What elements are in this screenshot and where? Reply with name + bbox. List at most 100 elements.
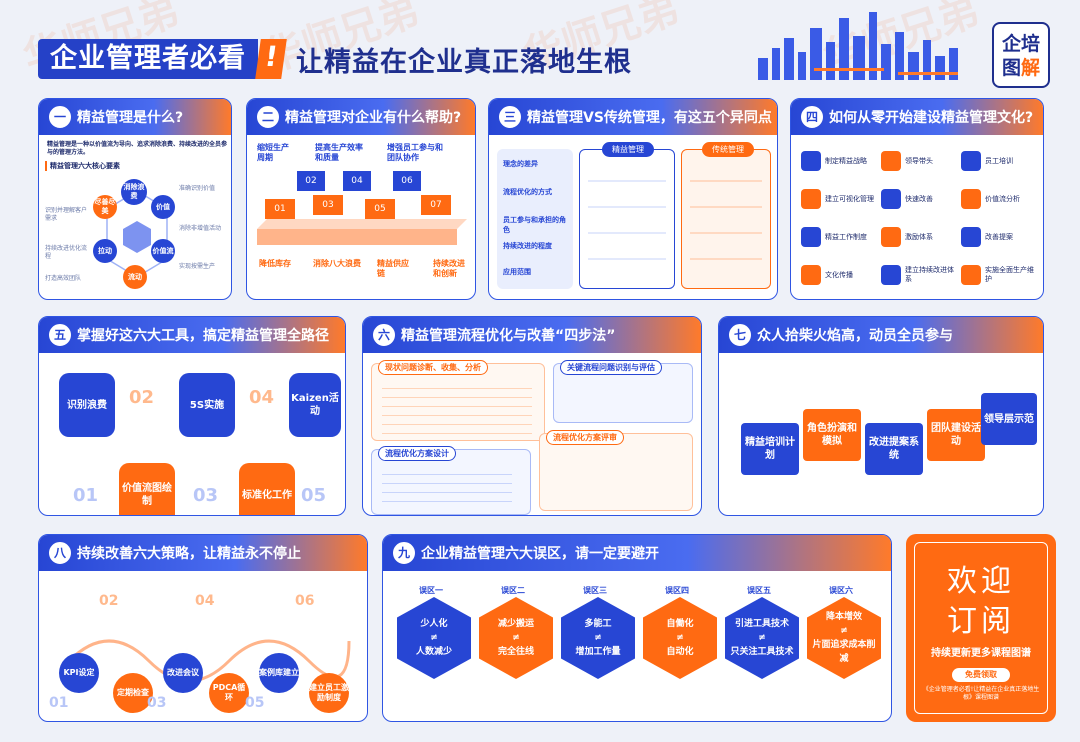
step-block: 07 <box>421 195 451 215</box>
tool-number: 01 <box>73 485 99 506</box>
culture-item: 建立持续改进体系 <box>881 259 955 291</box>
culture-item-label: 激励体系 <box>905 232 933 241</box>
culture-item: 文化传播 <box>801 259 875 291</box>
tool-number: 05 <box>301 485 327 506</box>
column-header: 精益管理 <box>602 142 654 157</box>
step-block: 03 <box>313 195 343 215</box>
title-bang: ! <box>255 39 287 79</box>
tool-card: 识别浪费 <box>59 373 115 437</box>
page-title: 企业管理者必看 ! 让精益在企业真正落地生根 <box>38 38 632 80</box>
panel-title: 精益管理流程优化与改善“四步法” <box>401 328 616 344</box>
panel-number: 九 <box>393 542 415 564</box>
step-title: 流程优化方案设计 <box>378 446 456 461</box>
culture-item-icon <box>881 227 901 247</box>
panel-number: 七 <box>729 324 751 346</box>
culture-item-icon <box>961 151 981 171</box>
traditional-column: 传统管理 <box>681 142 771 289</box>
step-card: 流程优化方案评审 <box>539 430 693 511</box>
culture-item: 激励体系 <box>881 221 955 253</box>
title-sub: 让精益在企业真正落地生根 <box>296 46 632 78</box>
compare-row: 员工参与和承担的角色 <box>503 216 566 234</box>
panel-number: 二 <box>257 106 279 128</box>
strategy-node: 定期检查 <box>113 673 153 713</box>
strategy-node: KPI设定 <box>59 653 99 693</box>
pitfall-line: 增加工作量 <box>575 647 621 657</box>
title-main: 企业管理者必看 <box>38 39 258 79</box>
compare-row: 理念的差异 <box>503 160 538 168</box>
tool-number: 03 <box>193 485 219 506</box>
culture-item-label: 制定精益战略 <box>825 156 867 165</box>
benefit-label: 提高生产效率和质量 <box>315 143 363 162</box>
pitfall-tag: 误区一 <box>419 586 443 595</box>
participation-step: 团队建设活动 <box>927 409 985 461</box>
culture-item-icon <box>801 189 821 209</box>
pitfall-hex: 降本增效 ≠ 片面追求成本削减 <box>807 597 881 679</box>
panel-title: 精益管理是什么? <box>77 110 184 126</box>
benefit-label: 消除八大浪费 <box>313 259 361 268</box>
tool-card: Kaizen活动 <box>289 373 341 437</box>
element-note: 识别并理解客户需求 <box>45 207 88 222</box>
culture-item: 改善提案 <box>961 221 1035 253</box>
pitfall-line: ≠ <box>840 626 848 636</box>
panel-what-is-lean: 一精益管理是什么? 精益管理是一种以价值流为导向、追求消除浪费、持续改进的全员参… <box>38 98 232 300</box>
culture-item: 实施全面生产维护 <box>961 259 1035 291</box>
element-node: 流动 <box>123 265 147 289</box>
panel-title: 企业精益管理六大误区，请一定要避开 <box>421 546 659 562</box>
panel-four-steps: 六精益管理流程优化与改善“四步法” 现状问题诊断、收集、分析 关键流程问题识别与… <box>362 316 702 516</box>
panel-number: 六 <box>373 324 395 346</box>
free-get-pill[interactable]: 免费领取 <box>952 668 1010 682</box>
panel-tools: 五掌握好这六大工具，搞定精益管理全路径 识别浪费 01 02 价值流图绘制 5S… <box>38 316 346 516</box>
panel-title: 众人拾柴火焰高，动员全员参与 <box>757 328 953 344</box>
pitfall-hex: 自働化≠自动化 <box>643 597 717 679</box>
column-header: 传统管理 <box>702 142 754 157</box>
pitfall-line: 片面追求成本削减 <box>812 640 876 664</box>
culture-item-icon <box>881 265 901 285</box>
pitfall-tag: 误区六 <box>829 586 853 595</box>
culture-item: 员工培训 <box>961 145 1035 177</box>
subscribe-card: 欢迎 订阅 持续更新更多课程图谱 免费领取 《企业管理者必看!让精益在企业真正落… <box>906 534 1056 722</box>
subscribe-line-2: 订阅 <box>947 604 1015 639</box>
culture-item-icon <box>961 189 981 209</box>
strategy-number: 05 <box>245 695 265 711</box>
panel-title: 如何从零开始建设精益管理文化? <box>829 110 1034 126</box>
pitfall-line: ≠ <box>594 633 602 643</box>
culture-item-icon <box>961 265 981 285</box>
culture-item-label: 改善提案 <box>985 232 1013 241</box>
culture-item-label: 员工培训 <box>985 156 1013 165</box>
step-block: 02 <box>297 171 325 191</box>
skyline-illustration <box>758 12 958 80</box>
culture-item: 制定精益战略 <box>801 145 875 177</box>
culture-item-icon <box>801 265 821 285</box>
brand-logo: 企培 图解 <box>992 22 1050 88</box>
step-block: 04 <box>343 171 371 191</box>
benefit-label: 降低库存 <box>259 259 291 268</box>
pitfall-line: 降本增效 <box>825 612 862 622</box>
element-node: 价值 <box>151 195 175 219</box>
element-note: 持续改进优化流程 <box>45 245 88 260</box>
culture-item: 领导带头 <box>881 145 955 177</box>
culture-item-label: 实施全面生产维护 <box>985 266 1034 283</box>
panel-pitfalls: 九企业精益管理六大误区，请一定要避开 误区一少人化≠人数减少误区二减少搬运≠完全… <box>382 534 892 722</box>
logo-line-1: 企培 <box>1001 33 1040 55</box>
panel-number: 八 <box>49 542 71 564</box>
culture-item-label: 价值流分析 <box>985 194 1020 203</box>
pitfall-line: 只关注工具技术 <box>730 647 794 657</box>
pitfall-line: 人数减少 <box>415 647 452 657</box>
culture-item: 快速改善 <box>881 183 955 215</box>
culture-item: 建立可视化管理 <box>801 183 875 215</box>
tool-card: 标准化工作 <box>239 463 295 515</box>
pitfall-tag: 误区三 <box>583 586 607 595</box>
strategy-number: 01 <box>49 695 69 711</box>
pitfall-line: ≠ <box>758 633 766 643</box>
panel-benefits: 二精益管理对企业有什么帮助? 缩短生产周期 提高生产效率和质量 增强员工参与和团… <box>246 98 476 300</box>
pitfall-tag: 误区四 <box>665 586 689 595</box>
row-label-column: 理念的差异 流程优化的方式 员工参与和承担的角色 持续改进的程度 应用范围 <box>497 149 573 289</box>
pitfall-line: ≠ <box>512 633 520 643</box>
strategy-number: 04 <box>195 593 215 609</box>
pitfall-tag: 误区二 <box>501 586 525 595</box>
panel-title: 精益管理VS传统管理，有这五个异同点 <box>527 110 772 126</box>
culture-item-icon <box>881 151 901 171</box>
culture-item-label: 建立持续改进体系 <box>905 266 954 283</box>
strategy-node: 建立员工激励制度 <box>309 673 349 713</box>
step-title: 现状问题诊断、收集、分析 <box>378 360 488 375</box>
